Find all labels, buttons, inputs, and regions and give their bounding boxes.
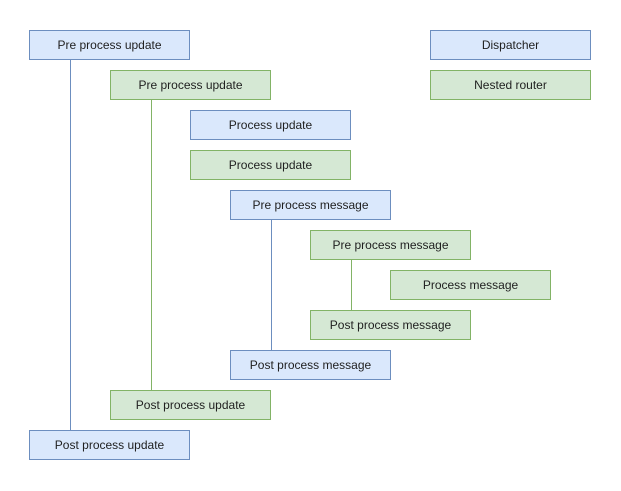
connector-n6-to-n8	[351, 260, 352, 310]
node-n5[interactable]: Pre process message	[230, 190, 391, 220]
node-label: Post process message	[249, 358, 372, 372]
node-n2[interactable]: Pre process update	[110, 70, 271, 100]
connector-n5-to-n9	[271, 220, 272, 350]
node-n7[interactable]: Process message	[390, 270, 551, 300]
node-label: Pre process message	[252, 198, 369, 212]
node-label: Process message	[422, 278, 519, 292]
node-n10[interactable]: Post process update	[110, 390, 271, 420]
node-label: Post process message	[329, 318, 452, 332]
connector-n1-to-n11	[70, 60, 71, 430]
node-label: Process update	[228, 118, 313, 132]
connector-n2-to-n10	[151, 100, 152, 390]
node-n1[interactable]: Pre process update	[29, 30, 190, 60]
legend-item-label: Nested router	[474, 78, 547, 92]
node-label: Post process update	[54, 438, 165, 452]
node-n3[interactable]: Process update	[190, 110, 351, 140]
node-n8[interactable]: Post process message	[310, 310, 471, 340]
node-label: Pre process update	[57, 38, 162, 52]
node-n9[interactable]: Post process message	[230, 350, 391, 380]
node-n11[interactable]: Post process update	[29, 430, 190, 460]
node-label: Post process update	[135, 398, 246, 412]
node-n6[interactable]: Pre process message	[310, 230, 471, 260]
node-n4[interactable]: Process update	[190, 150, 351, 180]
legend-item-label: Dispatcher	[481, 38, 540, 52]
node-label: Process update	[228, 158, 313, 172]
node-label: Pre process update	[138, 78, 243, 92]
node-label: Pre process message	[332, 238, 449, 252]
legend-item-dispatcher[interactable]: Dispatcher	[430, 30, 591, 60]
legend-item-router[interactable]: Nested router	[430, 70, 591, 100]
